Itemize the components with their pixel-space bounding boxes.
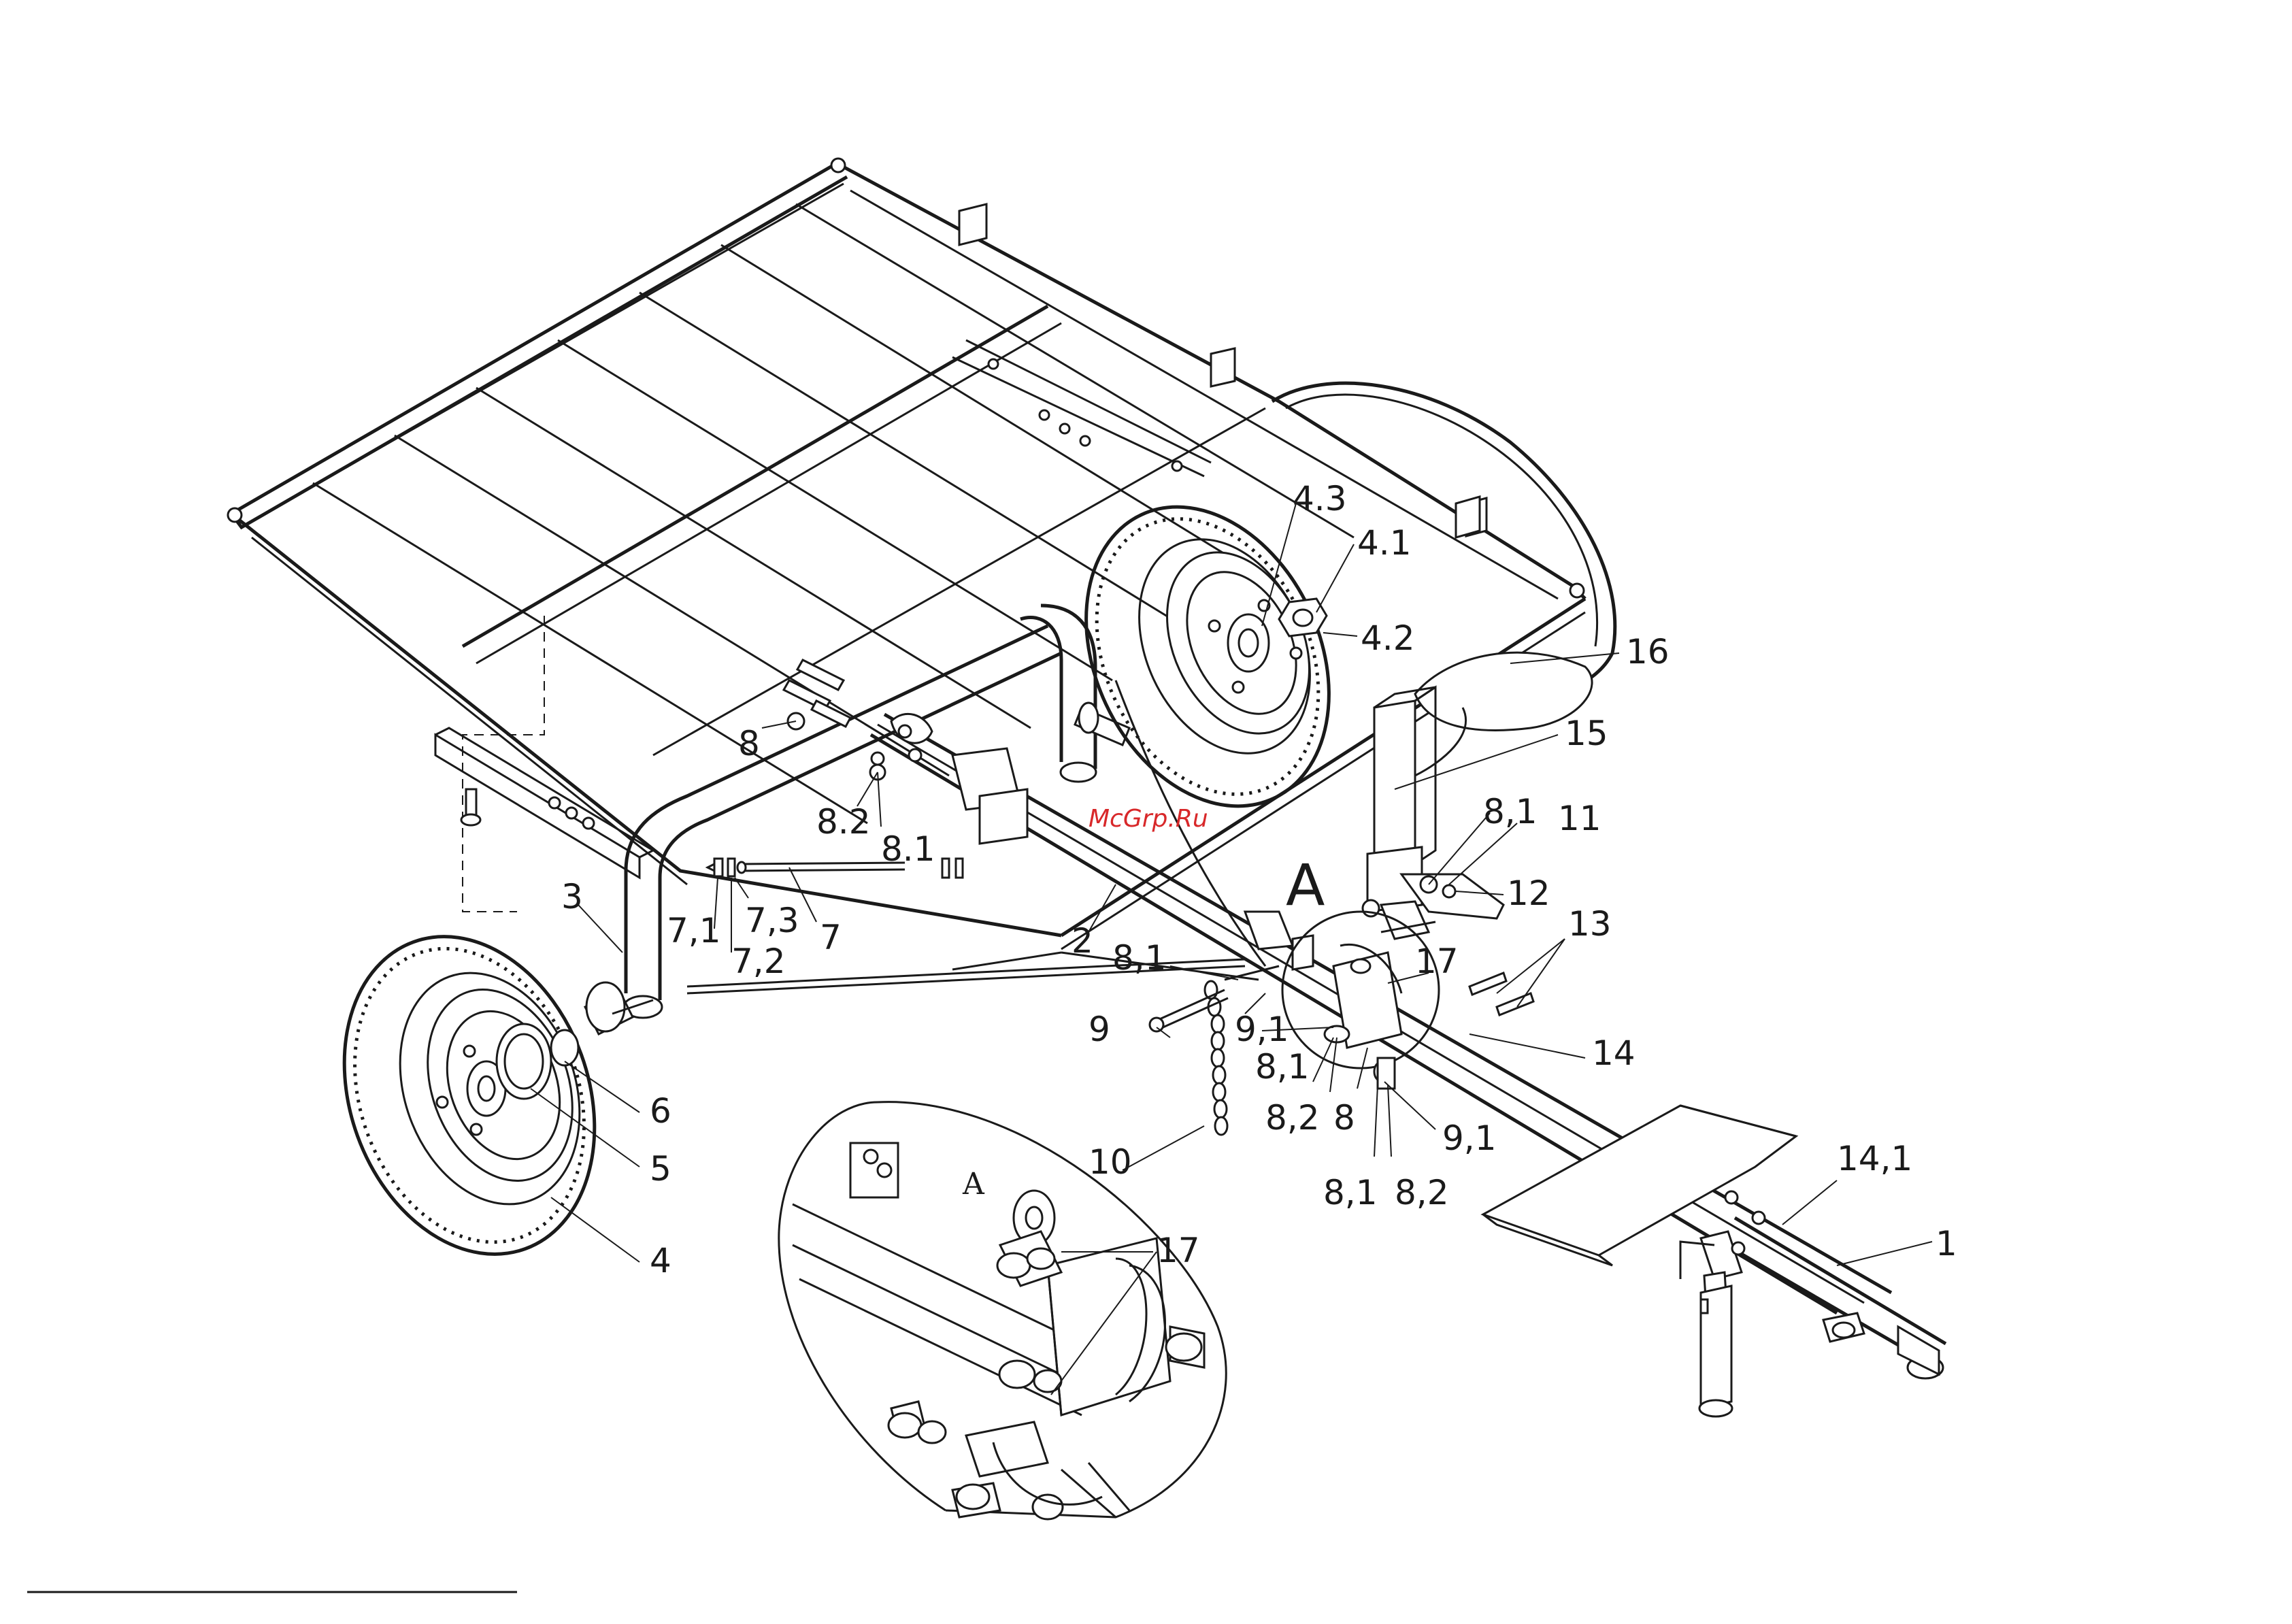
detail-view-a: [779, 1102, 1226, 1519]
label-2: 2: [1072, 921, 1093, 961]
detail-a-title: A: [962, 1167, 985, 1202]
label-11: 11: [1558, 799, 1601, 838]
label-7-3: 7,3: [745, 901, 799, 940]
label-4-2: 4.2: [1361, 618, 1415, 658]
label-17-detail: 17: [1157, 1231, 1200, 1270]
label-8-right: 8: [1333, 1098, 1355, 1138]
label-14: 14: [1592, 1033, 1635, 1073]
label-10: 10: [1089, 1142, 1132, 1182]
label-8-1-left: 8.1: [881, 829, 935, 869]
label-8-1-top: 8,1: [1483, 792, 1538, 831]
label-8-1-lower: 8,1: [1255, 1047, 1310, 1087]
label-13: 13: [1568, 904, 1612, 944]
label-7-2: 7,2: [731, 942, 786, 981]
label-16: 16: [1626, 632, 1670, 672]
label-7: 7: [820, 918, 842, 957]
label-8-1-bottom: 8,1: [1323, 1173, 1378, 1212]
label-8-2-bottom: 8,2: [1395, 1173, 1449, 1212]
label-7-1: 7,1: [667, 911, 721, 950]
label-17-top: 17: [1415, 942, 1459, 981]
label-6: 6: [650, 1091, 671, 1131]
label-9: 9: [1089, 1010, 1110, 1049]
left-wheel: [301, 901, 653, 1290]
label-4: 4: [650, 1241, 671, 1280]
label-9-1-left: 9,1: [1235, 1010, 1289, 1049]
safety-chain: [1116, 680, 1279, 1135]
label-15: 15: [1565, 714, 1608, 753]
label-8-2-lower: 8,2: [1265, 1098, 1320, 1138]
label-14-1: 14,1: [1837, 1139, 1912, 1178]
label-4-1: 4.1: [1357, 523, 1412, 563]
label-8-left: 8: [738, 724, 760, 763]
label-9-1-right: 9,1: [1442, 1118, 1497, 1158]
label-8-2-left: 8.2: [816, 802, 871, 842]
label-4-3: 4.3: [1293, 479, 1347, 518]
label-3: 3: [561, 877, 583, 916]
watermark: McGrp.Ru: [1089, 805, 1208, 833]
label-8-1-mid: 8,1: [1112, 938, 1167, 978]
right-wheel: [1040, 467, 1375, 846]
label-1: 1: [1936, 1224, 1957, 1263]
label-5: 5: [650, 1149, 671, 1189]
callout-a: A: [1286, 852, 1325, 918]
label-12: 12: [1507, 874, 1550, 913]
